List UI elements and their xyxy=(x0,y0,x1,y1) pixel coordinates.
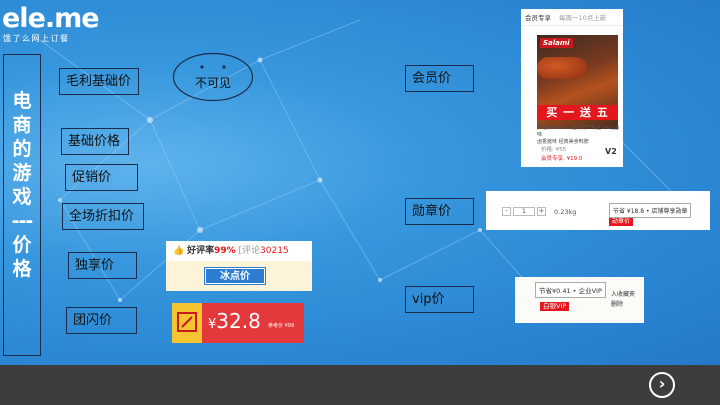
vertical-title: 电 商 的 游 戏 --- 价 格 xyxy=(3,54,41,356)
review-count[interactable]: 30215 xyxy=(260,246,289,256)
title-char: 价 xyxy=(12,234,32,256)
label-badge-price: 勋章价 xyxy=(405,198,474,225)
edit-square-icon xyxy=(177,312,197,332)
label-gross-base-price: 毛利基础价 xyxy=(59,68,139,95)
label-store-discount-price: 全场折扣价 xyxy=(62,203,144,230)
member-tab-sub: 每周一10点上新 xyxy=(559,14,607,22)
card-actions: 入收藏夹 删除 xyxy=(611,290,635,310)
flash-sale-icon xyxy=(172,303,202,343)
invisible-text: 不可见 xyxy=(195,76,232,90)
slide-footer xyxy=(0,365,720,405)
slide-canvas: ele.me 饿了么网上订餐 电 商 的 游 戏 --- 价 格 毛利基础价 基… xyxy=(0,0,720,365)
logo-slogan: 饿了么网上订餐 xyxy=(3,34,70,43)
rating-row: 👍 好评率99% [评论30215 xyxy=(166,241,312,261)
review-label[interactable]: [评论 xyxy=(238,246,261,256)
title-char: 的 xyxy=(12,138,32,160)
currency-symbol: ¥ xyxy=(208,317,217,332)
product-desc-line1: 萨啦咪 salami 温州特产鸭舌142g卤味 xyxy=(537,125,620,138)
label-member-price: 会员价 xyxy=(405,65,474,92)
exclusive-price-area: 冰点价 xyxy=(166,261,312,291)
logo-wordmark: ele.me xyxy=(2,3,100,34)
member-card-header: 会员专享 每周一10点上新 xyxy=(521,9,623,26)
list-price: 价格: ¥55 xyxy=(541,147,567,153)
title-dash: --- xyxy=(11,210,34,232)
vip-savings: 节省¥0.41 • 企业VIP xyxy=(535,282,606,298)
title-char: 戏 xyxy=(12,186,32,208)
badge-price-tag: 勋章价 xyxy=(609,218,634,226)
promo-banner: 买 一 送 五 xyxy=(537,105,618,120)
title-char: 游 xyxy=(12,162,32,184)
quantity-input[interactable]: 1 xyxy=(513,207,535,216)
product-desc-line2: 卤香酱味 经典美食鸭脖 xyxy=(537,139,589,145)
food-image xyxy=(537,57,587,79)
minus-button[interactable]: - xyxy=(502,207,511,216)
quantity-stepper: - 1 + 0.23kg xyxy=(502,207,576,216)
elme-logo: ele.me 饿了么网上订餐 xyxy=(2,3,100,44)
brand-logo: Salami xyxy=(540,38,573,48)
vip-price-card: 节省¥0.41 • 企业VIP 白银VIP 入收藏夹 删除 xyxy=(515,277,644,323)
rating-percent: 99% xyxy=(214,246,236,256)
member-tab[interactable]: 会员专享 xyxy=(525,14,551,22)
product-desc: 萨啦咪 salami 温州特产鸭舌142g卤味 卤香酱味 经典美食鸭脖 xyxy=(537,125,621,146)
next-arrow-icon[interactable]: › xyxy=(649,372,675,398)
member-price-card: 会员专享 每周一10点上新 Salami 买 一 送 五 萨啦咪 salami … xyxy=(521,9,623,167)
exclusive-price-card: 👍 好评率99% [评论30215 冰点价 xyxy=(166,241,312,291)
label-base-price: 基础价格 xyxy=(61,128,129,155)
smiley-face xyxy=(172,52,254,102)
label-vip-price: vip价 xyxy=(405,286,474,313)
badge-savings: 节省 ¥18.8 • 店铺尊享勋章 xyxy=(609,203,692,218)
badge-price-card: - 1 + 0.23kg 节省 ¥18.8 • 店铺尊享勋章 勋章价 xyxy=(486,191,710,230)
flash-price-value: 32.8 xyxy=(216,309,261,333)
freezing-price-button[interactable]: 冰点价 xyxy=(205,268,265,284)
label-exclusive-price: 独享价 xyxy=(68,252,137,279)
weight-text: 0.23kg xyxy=(554,207,577,216)
reference-price: 参考价 ¥99 xyxy=(268,323,295,329)
flash-price: ¥32.8 xyxy=(208,309,261,333)
delete-link[interactable]: 删除 xyxy=(611,301,624,308)
flash-price-box: ¥32.8 参考价 ¥99 xyxy=(202,303,304,343)
label-flash-price: 团闪价 xyxy=(66,307,137,334)
member-exclusive-price: 会员专享: ¥19.0 xyxy=(541,156,583,162)
title-char: 商 xyxy=(12,114,32,136)
add-favorite-link[interactable]: 入收藏夹 xyxy=(611,291,636,298)
flash-price-card: ¥32.8 参考价 ¥99 xyxy=(172,303,304,343)
thumbs-up-icon: 👍 xyxy=(173,246,185,256)
rating-label: 好评率 xyxy=(187,246,215,256)
version-badge: V2 xyxy=(605,147,617,156)
silver-vip-tag: 白银VIP xyxy=(540,302,570,311)
title-char: 电 xyxy=(12,90,32,112)
label-promo-price: 促销价 xyxy=(65,164,138,191)
plus-button[interactable]: + xyxy=(537,207,546,216)
title-char: 格 xyxy=(12,258,32,280)
